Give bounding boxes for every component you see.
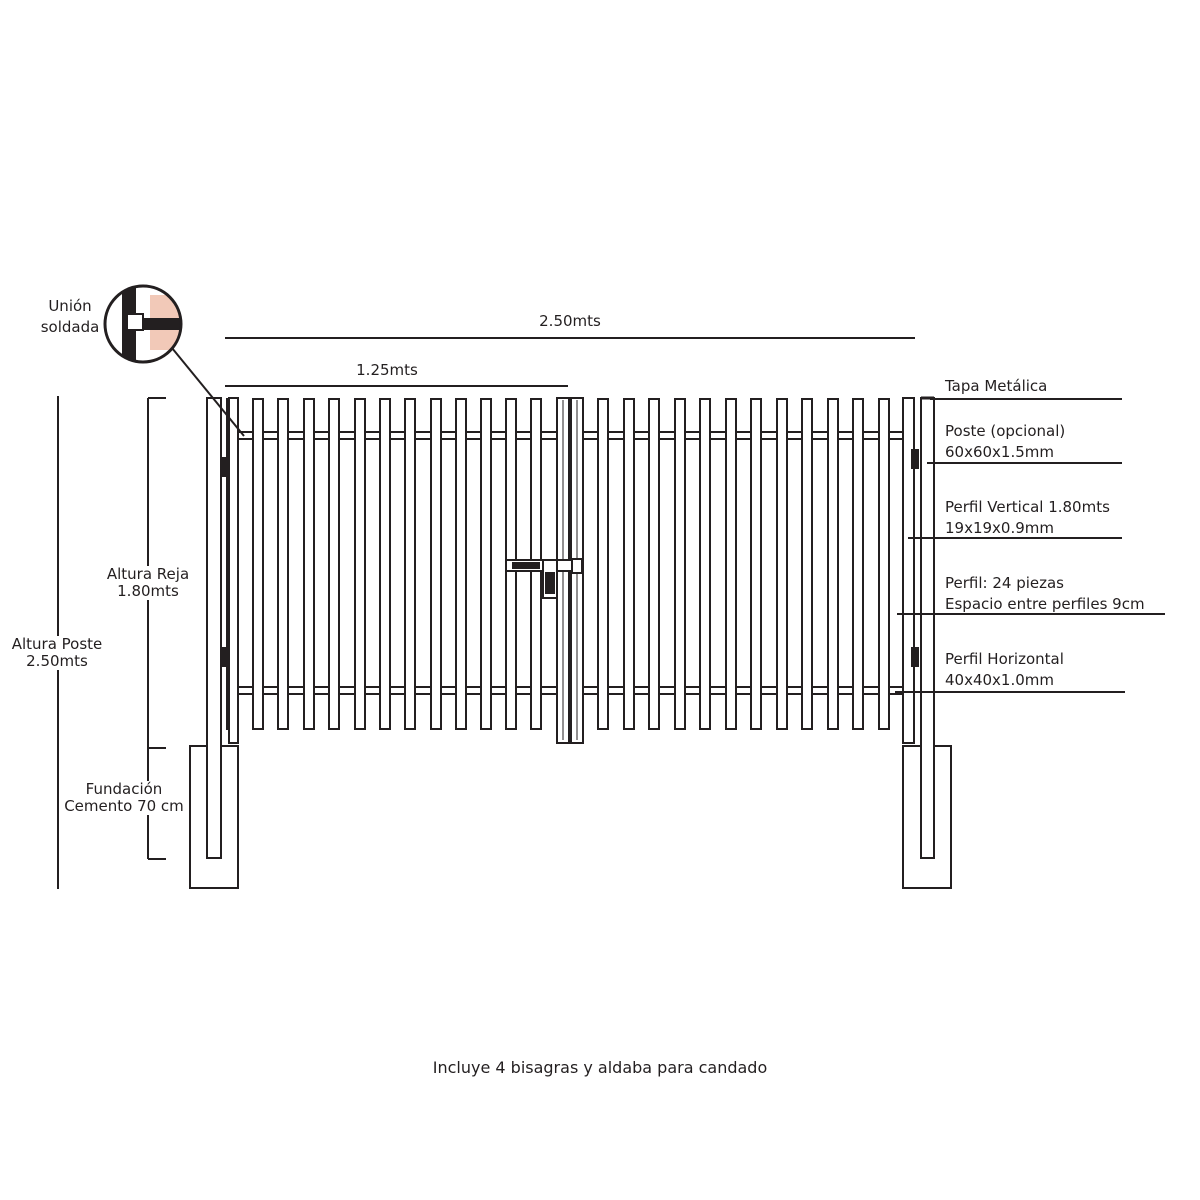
callout-perfil-vertical: Perfil Vertical 1.80mts 19x19x0.9mm [945, 497, 1110, 539]
picket [648, 398, 660, 730]
picket [328, 398, 340, 730]
picket [430, 398, 442, 730]
weld-detail-label: Unión soldada [30, 296, 110, 338]
hinge [911, 647, 919, 667]
picket [379, 398, 391, 730]
picket [597, 398, 609, 730]
picket [623, 398, 635, 730]
picket [674, 398, 686, 730]
footer-note: Incluye 4 bisagras y aldaba para candado [432, 1058, 768, 1077]
gate-height-line2: 1.80mts [117, 582, 179, 600]
picket [878, 398, 890, 730]
leaf-width-label: 1.25mts [356, 361, 418, 379]
callout-poste-line2: 60x60x1.5mm [945, 443, 1055, 461]
picket [801, 398, 813, 730]
callout-tapa-line1: Tapa Metálica [945, 377, 1048, 395]
callout-perfil-vertical-line2: 19x19x0.9mm [945, 519, 1055, 537]
callout-perfil-horizontal-line2: 40x40x1.0mm [945, 671, 1055, 689]
callout-perfil-piezas: Perfil: 24 piezas Espacio entre perfiles… [945, 573, 1145, 615]
callout-perfil-vertical-line1: Perfil Vertical 1.80mts [945, 498, 1110, 516]
callout-perfil-horizontal: Perfil Horizontal 40x40x1.0mm [945, 649, 1064, 691]
weld-detail-circle [103, 284, 183, 364]
callout-tapa-metalica: Tapa Metálica [945, 376, 1047, 397]
latch-handle-slot [545, 572, 555, 594]
foundation-line1: Fundación [85, 780, 163, 798]
picket [277, 398, 289, 730]
overall-width-label: 2.50mts [539, 312, 601, 330]
picket [354, 398, 366, 730]
picket [852, 398, 864, 730]
foundation-label: Fundación Cemento 70 cm [60, 781, 188, 815]
left-post [206, 397, 222, 859]
gate-height-label: Altura Reja 1.80mts [98, 566, 198, 600]
weld-detail-leader [171, 347, 245, 437]
latch-slot [512, 562, 540, 569]
picket [699, 398, 711, 730]
callout-poste-line1: Poste (opcional) [945, 422, 1066, 440]
picket [725, 398, 737, 730]
picket [776, 398, 788, 730]
picket [827, 398, 839, 730]
picket [480, 398, 492, 730]
post-height-line1: Altura Poste [11, 635, 103, 653]
weld-detail-line2: soldada [40, 318, 100, 336]
post-height-label: Altura Poste 2.50mts [2, 636, 112, 670]
right-leaf-hinge-stile [902, 397, 915, 744]
callout-perfil-piezas-line1: Perfil: 24 piezas [945, 574, 1064, 592]
post-height-line2: 2.50mts [26, 652, 88, 670]
weld-detail-line1: Unión [48, 297, 92, 315]
hinge [220, 647, 228, 667]
right-post [920, 397, 935, 859]
callout-poste: Poste (opcional) 60x60x1.5mm [945, 421, 1065, 463]
picket [252, 398, 264, 730]
weld-detail-group [122, 286, 181, 362]
latch-keeper [571, 558, 583, 574]
callout-perfil-piezas-line2: Espacio entre perfiles 9cm [945, 595, 1145, 613]
weld-detail-joint [126, 313, 144, 331]
picket [750, 398, 762, 730]
foundation-line2: Cemento 70 cm [64, 797, 184, 815]
picket [404, 398, 416, 730]
hinge [220, 457, 228, 477]
picket [455, 398, 467, 730]
picket [303, 398, 315, 730]
left-leaf-hinge-stile [228, 397, 239, 744]
gate-height-line1: Altura Reja [106, 565, 190, 583]
callout-perfil-horizontal-line1: Perfil Horizontal [945, 650, 1064, 668]
hinge [911, 449, 919, 469]
